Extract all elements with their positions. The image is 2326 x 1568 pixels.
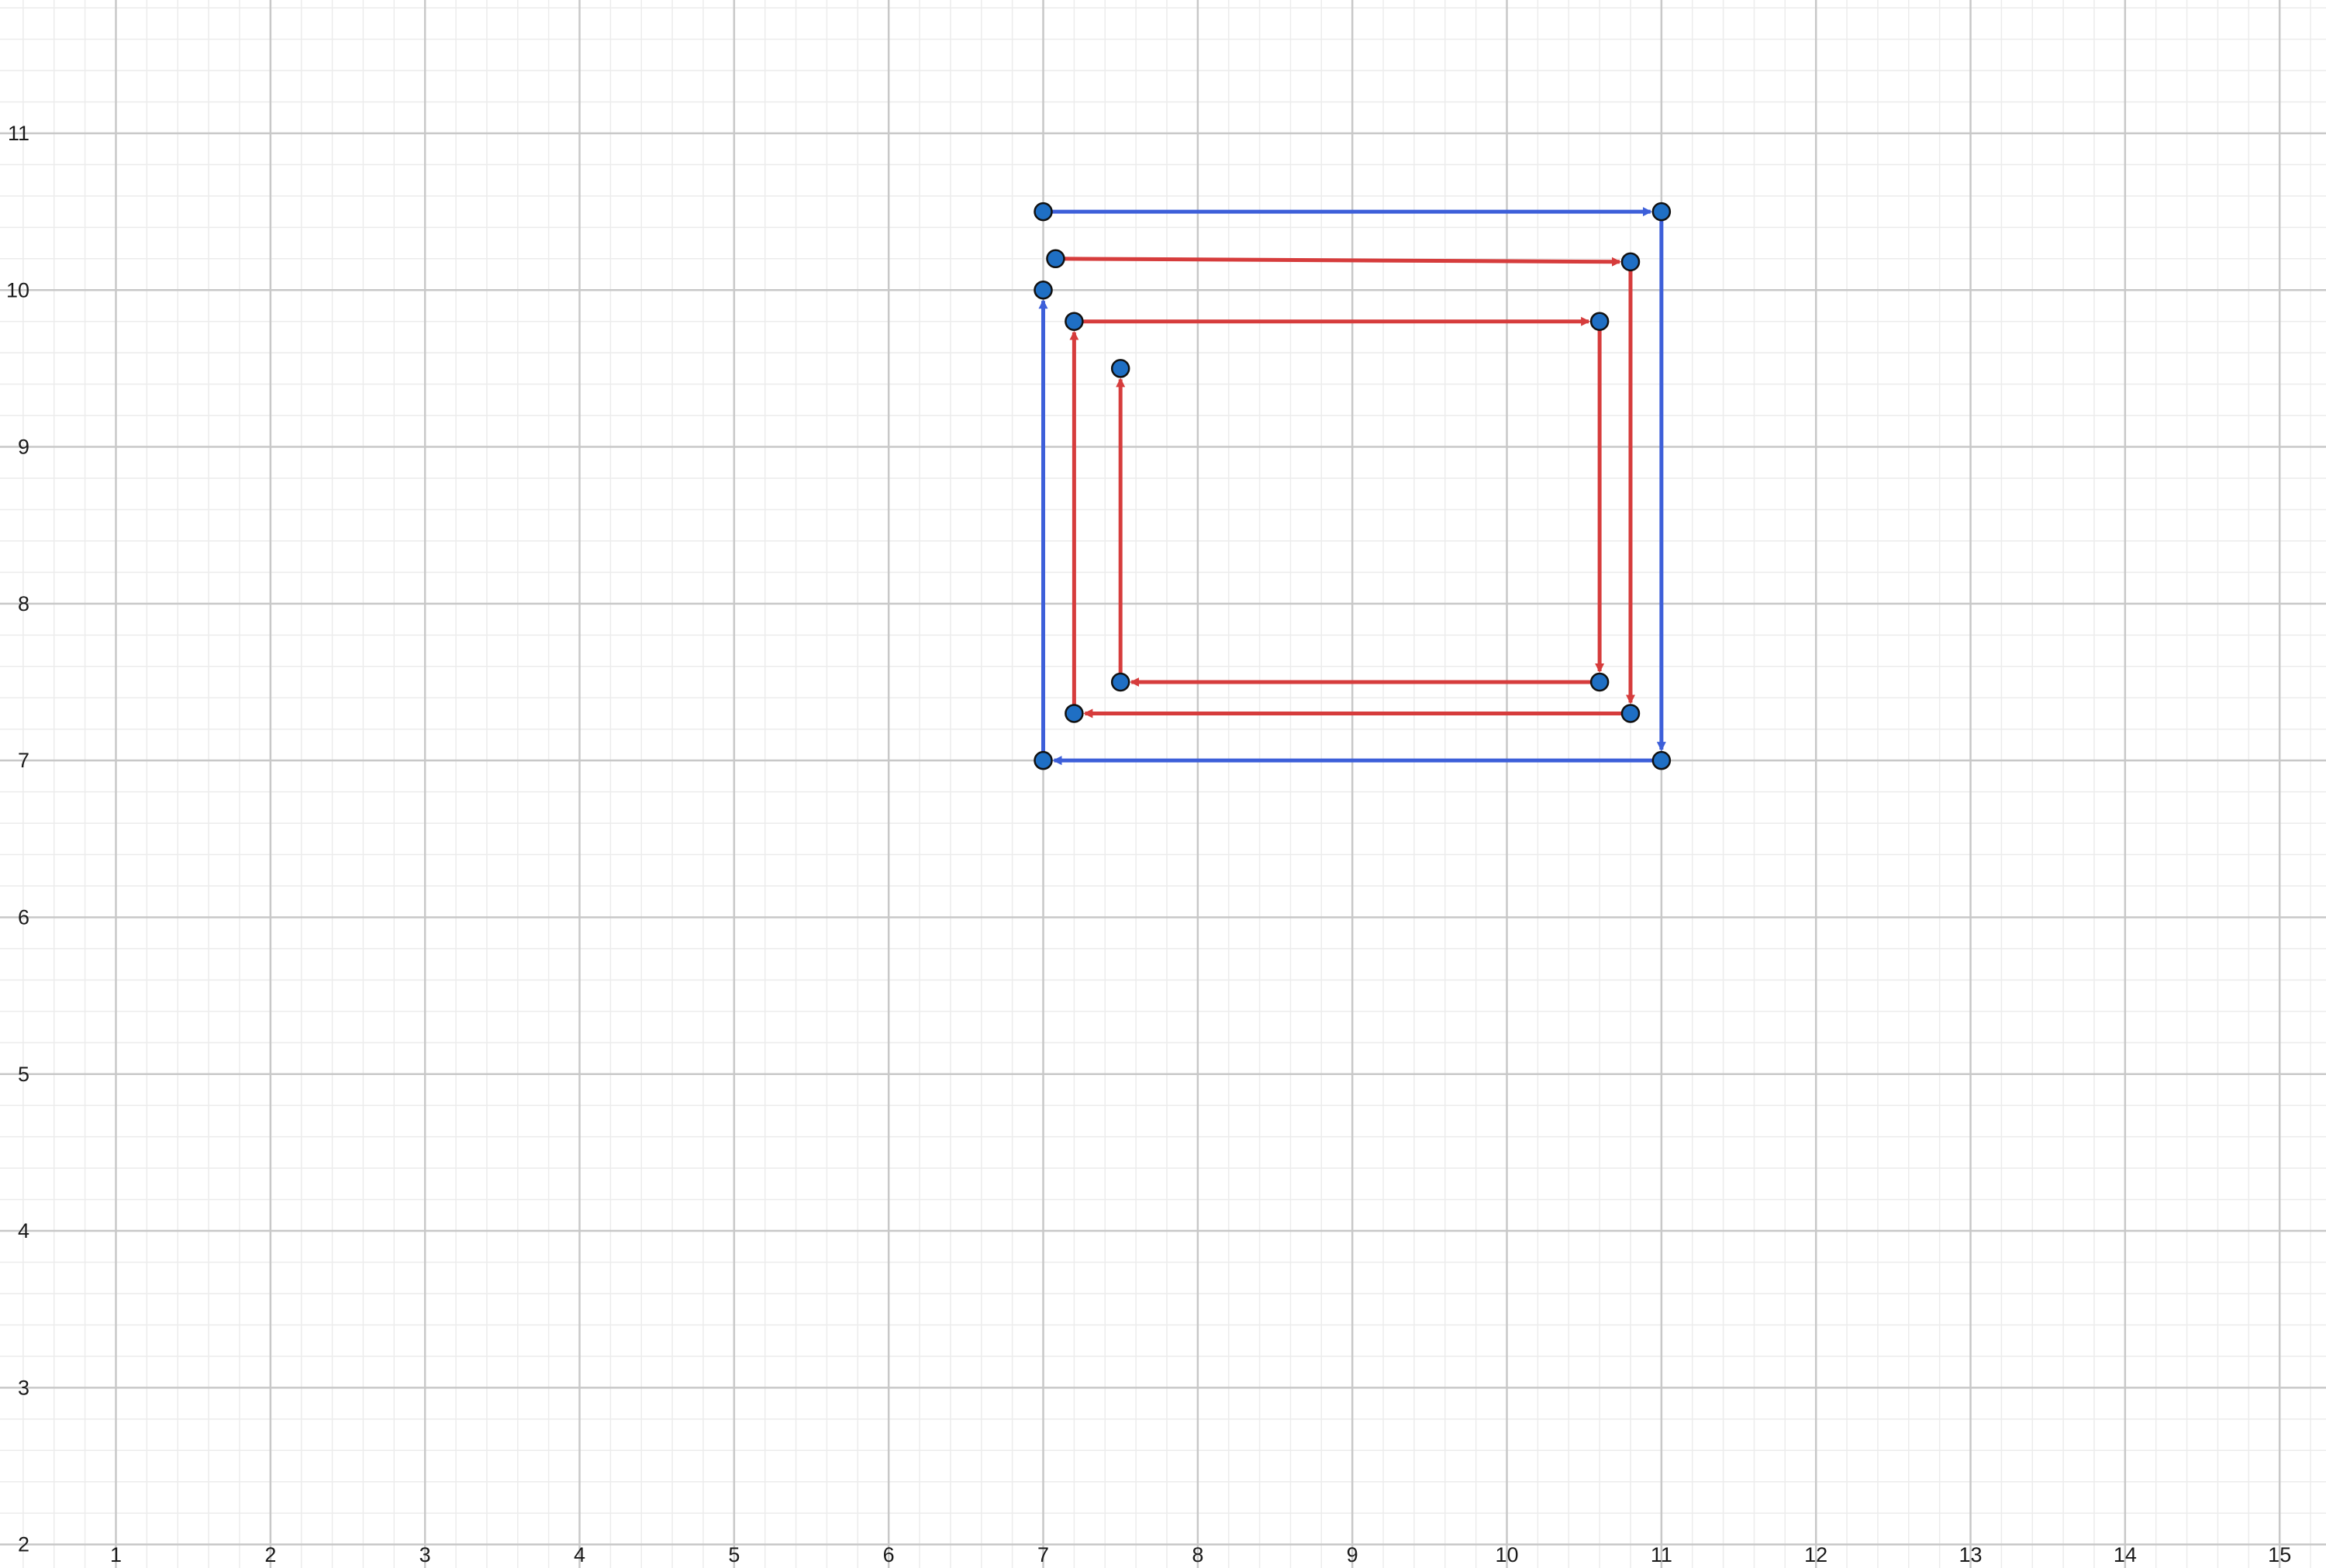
- y-tick-label: 7: [18, 749, 29, 772]
- data-point[interactable]: [1589, 672, 1610, 692]
- data-point[interactable]: [1620, 704, 1641, 723]
- x-tick-label: 5: [728, 1543, 740, 1566]
- x-tick-label: 4: [574, 1543, 585, 1566]
- data-point[interactable]: [1034, 281, 1053, 300]
- x-tick-label: 7: [1037, 1543, 1049, 1566]
- y-tick-label: 11: [8, 122, 29, 145]
- x-tick-label: 15: [2268, 1543, 2291, 1566]
- y-tick-label: 5: [18, 1063, 29, 1086]
- x-tick-label: 2: [264, 1543, 276, 1566]
- x-tick-label: 11: [1651, 1543, 1672, 1566]
- data-point[interactable]: [1620, 252, 1641, 272]
- data-point[interactable]: [1046, 249, 1065, 269]
- y-tick-label: 2: [18, 1533, 29, 1556]
- data-point[interactable]: [1065, 704, 1084, 723]
- x-tick-label: 12: [1804, 1543, 1827, 1566]
- data-point[interactable]: [1034, 750, 1053, 770]
- y-tick-label: 6: [18, 905, 29, 929]
- data-point[interactable]: [1065, 312, 1084, 331]
- data-point[interactable]: [1651, 750, 1672, 770]
- data-point[interactable]: [1589, 312, 1610, 331]
- data-point[interactable]: [1110, 672, 1130, 692]
- x-tick-label: 8: [1192, 1543, 1203, 1566]
- y-tick-label: 8: [18, 592, 29, 615]
- x-tick-label: 13: [1959, 1543, 1983, 1566]
- data-point[interactable]: [1110, 359, 1130, 378]
- x-tick-label: 1: [110, 1543, 122, 1566]
- y-tick-label: 3: [18, 1376, 29, 1399]
- x-tick-label: 6: [883, 1543, 895, 1566]
- y-tick-label: 9: [18, 436, 29, 459]
- x-tick-label: 9: [1347, 1543, 1358, 1566]
- data-point[interactable]: [1034, 202, 1053, 222]
- red-arrow-segment: [1055, 257, 1621, 267]
- arrow-paths: [1038, 207, 1666, 766]
- data-points: [1034, 202, 1672, 770]
- y-tick-label: 10: [6, 278, 29, 302]
- x-tick-label: 14: [2114, 1543, 2137, 1566]
- x-tick-label: 10: [1495, 1543, 1518, 1566]
- x-tick-label: 3: [419, 1543, 431, 1566]
- y-tick-labels: 2 3 4 5 6 7 8 9 10 11: [6, 122, 29, 1556]
- y-tick-label: 4: [18, 1219, 29, 1242]
- data-point[interactable]: [1651, 202, 1672, 222]
